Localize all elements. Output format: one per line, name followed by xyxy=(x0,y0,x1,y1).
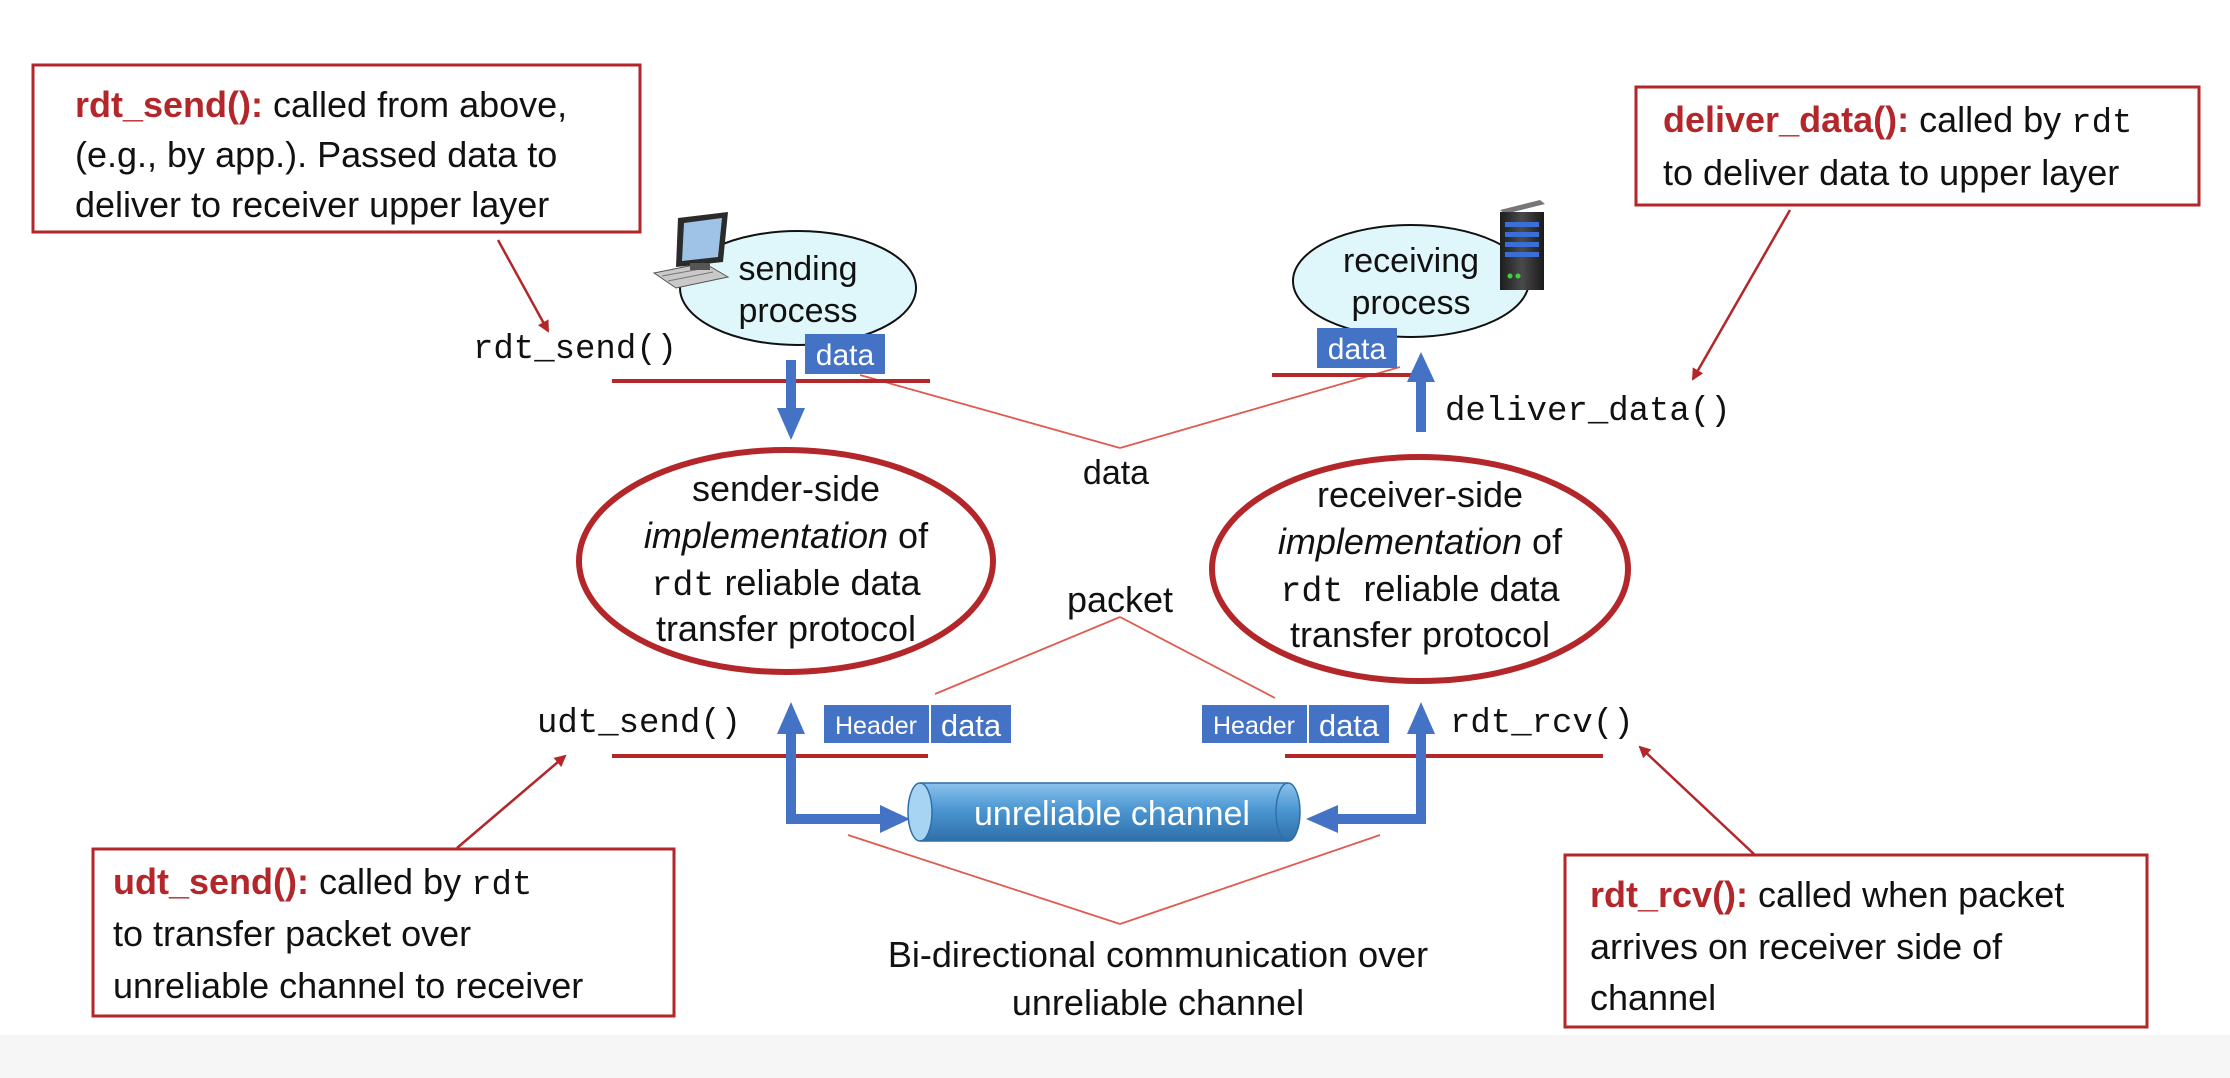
receiver-header-tag: Header xyxy=(1213,712,1295,740)
thin-connector-lines xyxy=(847,366,1401,925)
callout-box-udt-send xyxy=(91,847,676,1018)
receiving-process-label-2: process xyxy=(1351,284,1470,322)
receiver-packet-tag xyxy=(1202,705,1389,743)
callout-rdt-send-line1: rdt_send(): called from above, xyxy=(75,84,567,125)
callout-box-deliver-data xyxy=(1634,85,2201,207)
callout-deliver-data-code: rdt xyxy=(2071,105,2132,143)
sender-data-tag: data xyxy=(816,339,875,372)
callout-udt-send-line1: udt_send(): called by rdt xyxy=(113,861,532,905)
receiver-data-tag-box xyxy=(1317,328,1397,368)
callout-udt-send-line2: to transfer packet over xyxy=(113,913,471,954)
sending-process-ellipse xyxy=(679,230,917,346)
callout-deliver-data-line2: to deliver data to upper layer xyxy=(1663,152,2119,193)
callout-udt-send-line1-text: called by xyxy=(309,861,471,902)
callout-rdt-rcv-line2: arrives on receiver side of xyxy=(1590,926,2003,967)
layer-lines xyxy=(612,373,1603,758)
sender-impl-line1: sender-side xyxy=(692,468,880,509)
callout-rdt-send-line3: deliver to receiver upper layer xyxy=(75,184,549,225)
footer-band xyxy=(0,1035,2230,1078)
receiving-process-label-1: receiving xyxy=(1343,242,1479,280)
sender-header-tag: Header xyxy=(835,712,917,740)
callout-udt-send-line3: unreliable channel to receiver xyxy=(113,965,583,1006)
unreliable-channel-cylinder xyxy=(907,782,1301,842)
sender-packet-data-tag: data xyxy=(941,708,1002,743)
udt-send-call-label: udt_send() xyxy=(537,705,741,743)
callout-udt-send-title: udt_send(): xyxy=(113,861,309,902)
receiver-impl-line2: implementation of xyxy=(1278,521,1563,562)
sender-data-tag-box xyxy=(805,334,885,374)
receiver-packet-data-tag: data xyxy=(1319,708,1380,743)
sender-impl-italic: implementation xyxy=(644,515,888,556)
sender-impl-ellipse xyxy=(576,447,996,675)
computer-icon xyxy=(652,212,730,289)
callout-rdt-rcv-title: rdt_rcv(): xyxy=(1590,874,1748,915)
receiver-data-tag: data xyxy=(1328,333,1387,366)
deliver-data-call-label: deliver_data() xyxy=(1445,393,1731,431)
rdt-send-call-label: rdt_send() xyxy=(473,331,677,369)
receiver-impl-line3-text: reliable data xyxy=(1343,568,1560,609)
callout-rdt-send-line2: (e.g., by app.). Passed data to xyxy=(75,134,557,175)
callout-udt-send-code: rdt xyxy=(471,867,532,905)
callout-box-rdt-rcv xyxy=(1563,853,2149,1029)
receiver-impl-code: rdt xyxy=(1280,572,1343,612)
packet-label: packet xyxy=(1067,579,1173,620)
receiver-impl-italic: implementation xyxy=(1278,521,1522,562)
sender-impl-line2: implementation of xyxy=(644,515,929,556)
sender-impl-code: rdt xyxy=(651,566,714,606)
callout-rdt-rcv-line1: rdt_rcv(): called when packet xyxy=(1590,874,2064,915)
callout-deliver-data-line1: deliver_data(): called by rdt xyxy=(1663,99,2132,143)
callout-box-rdt-send xyxy=(31,63,642,234)
server-icon xyxy=(1500,200,1545,290)
callout-rdt-rcv-line3: channel xyxy=(1590,977,1716,1018)
sender-impl-line3-text: reliable data xyxy=(714,562,921,603)
callout-deliver-data-title: deliver_data(): xyxy=(1663,99,1909,140)
receiver-impl-line4: transfer protocol xyxy=(1290,614,1550,655)
callout-deliver-data-line1-text: called by xyxy=(1909,99,2071,140)
sender-packet-tag xyxy=(824,705,1011,743)
sender-impl-line4: transfer protocol xyxy=(656,608,916,649)
blue-flow-arrows xyxy=(777,352,1435,833)
sender-impl-line3: rdt reliable data xyxy=(651,562,921,606)
unreliable-channel-label: unreliable channel xyxy=(974,795,1250,833)
rdt-rcv-call-label: rdt_rcv() xyxy=(1450,705,1634,743)
receiver-impl-line1: receiver-side xyxy=(1317,474,1523,515)
data-label: data xyxy=(1083,454,1149,492)
sending-process-label-1: sending xyxy=(738,250,857,288)
sender-impl-line2-text: of xyxy=(888,515,929,556)
bidirectional-label-line1: Bi-directional communication over xyxy=(888,934,1428,975)
callout-arrows xyxy=(456,209,1792,856)
callout-rdt-rcv-line1-text: called when packet xyxy=(1748,874,2064,915)
callout-rdt-send-line1-text: called from above, xyxy=(263,84,567,125)
receiver-impl-line2-text: of xyxy=(1522,521,1563,562)
bidirectional-label-line2: unreliable channel xyxy=(1012,982,1304,1023)
sending-process-label-2: process xyxy=(738,292,857,330)
receiver-impl-line3: rdt reliable data xyxy=(1280,568,1560,612)
callout-rdt-send-title: rdt_send(): xyxy=(75,84,263,125)
receiver-impl-ellipse xyxy=(1209,454,1631,684)
